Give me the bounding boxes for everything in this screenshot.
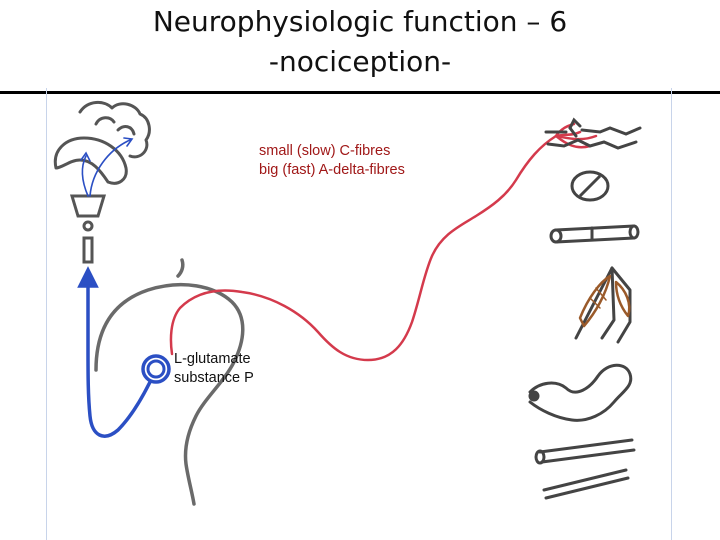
drawing-frame [46,88,672,540]
transmitter-label-substance-p: substance P [174,370,254,386]
joint-icon [570,170,610,202]
fibre-label-small: small (slow) C-fibres [259,143,391,159]
fibre-labels: small (slow) C-fibres big (fast) A-delta… [259,142,405,180]
slide-title: Neurophysiologic function – 6 -nocicepti… [0,2,720,82]
brain-icon [53,101,151,185]
fibre-label-big: big (fast) A-delta-fibres [259,162,405,178]
muscle-icon [574,266,632,344]
title-line-2: -nociception- [268,45,452,78]
blood-vessel-icon [549,224,640,244]
spinal-cord-outline [94,258,245,506]
title-line-1: Neurophysiologic function – 6 [152,5,568,38]
brain-projection-arrows [80,137,134,197]
transmitter-labels: L-glutamate substance P [174,350,254,388]
brainstem-icon [69,194,107,264]
intestine-icon [528,363,633,422]
tendon-icon [542,468,630,500]
skin-receptor-icon [544,117,642,150]
nociceptive-fibre [169,122,598,362]
bone-icon [534,438,636,465]
transmitter-label-glutamate: L-glutamate [174,351,251,367]
ascending-pathway [77,266,171,438]
title-divider [0,91,720,94]
